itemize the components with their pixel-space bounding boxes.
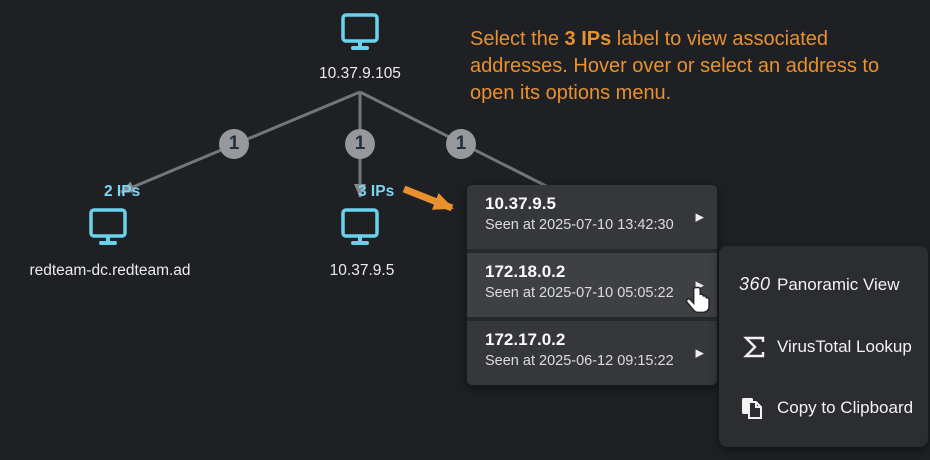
address-ip: 10.37.9.5 xyxy=(485,194,556,213)
menu-item-panoramic-view[interactable]: 360 Panoramic View xyxy=(719,254,928,316)
edge-count-badge: 1 xyxy=(345,129,375,159)
address-ip: 172.17.0.2 xyxy=(485,330,566,349)
360-icon: 360 xyxy=(739,274,771,295)
menu-item-copy-to-clipboard[interactable]: Copy to Clipboard xyxy=(719,377,928,439)
virustotal-icon xyxy=(739,333,777,361)
address-row[interactable]: 10.37.9.5 Seen at 2025-07-10 13:42:30 ▶ xyxy=(467,185,717,249)
address-row[interactable]: 172.18.0.2 Seen at 2025-07-10 05:05:22 ▶ xyxy=(467,253,717,317)
address-seen-at: Seen at 2025-07-10 13:42:30 xyxy=(485,217,674,233)
monitor-icon[interactable] xyxy=(86,207,130,247)
edge-count-badge: 1 xyxy=(219,129,249,159)
address-seen-at: Seen at 2025-06-12 09:15:22 xyxy=(485,353,674,369)
middle-node-label[interactable]: 10.37.9.5 xyxy=(329,262,395,279)
address-seen-at: Seen at 2025-07-10 05:05:22 xyxy=(485,285,674,301)
menu-item-virustotal-lookup[interactable]: VirusTotal Lookup xyxy=(719,316,928,378)
monitor-icon[interactable] xyxy=(338,12,382,52)
annotation-arrow xyxy=(402,185,454,212)
left-node-label[interactable]: redteam-dc.redteam.ad xyxy=(29,262,191,279)
ip-count-label-middle[interactable]: 3 IPs xyxy=(358,183,395,200)
chevron-right-icon[interactable]: ▶ xyxy=(695,347,704,360)
monitor-icon[interactable] xyxy=(338,207,382,247)
instruction-text-after: label to view associated addresses. Hove… xyxy=(470,28,880,104)
copy-icon xyxy=(739,395,777,421)
menu-item-label: Copy to Clipboard xyxy=(777,398,914,418)
address-popup: 10.37.9.5 Seen at 2025-07-10 13:42:30 ▶ … xyxy=(467,185,717,385)
root-node-label[interactable]: 10.37.9.105 xyxy=(319,65,401,82)
instruction-text-bold: 3 IPs xyxy=(564,28,612,50)
chevron-right-icon[interactable]: ▶ xyxy=(695,211,704,224)
hand-cursor-icon xyxy=(685,286,710,314)
instruction-text-before: Select the xyxy=(470,28,565,50)
address-row[interactable]: 172.17.0.2 Seen at 2025-06-12 09:15:22 ▶ xyxy=(467,321,717,385)
menu-item-label: Panoramic View xyxy=(777,274,900,294)
address-ip: 172.18.0.2 xyxy=(485,262,566,281)
address-options-menu: 360 Panoramic View VirusTotal Lookup Cop… xyxy=(719,246,928,447)
edge-count-badge: 1 xyxy=(446,129,476,159)
menu-item-label: VirusTotal Lookup xyxy=(777,336,912,356)
instruction-text: Select the 3 IPs label to view associate… xyxy=(470,26,880,107)
chevron-right-icon[interactable]: ▶ xyxy=(695,279,704,292)
ip-count-label-left[interactable]: 2 IPs xyxy=(104,183,141,200)
